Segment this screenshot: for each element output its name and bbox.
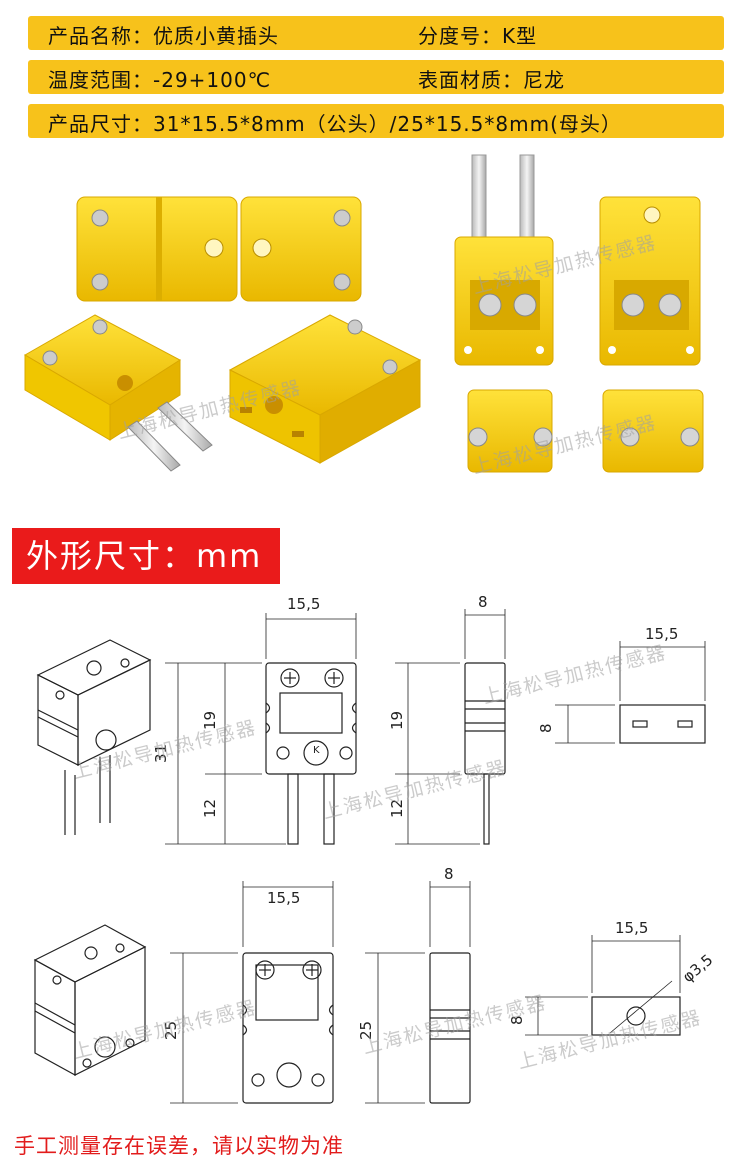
material-text: 表面材质：尼龙 <box>418 68 565 92</box>
male-side-drawing <box>395 609 506 845</box>
product-size-text: 产品尺寸：31*15.5*8mm（公头）/25*15.5*8mm(母头） <box>48 112 622 136</box>
spec-bar-name: 产品名称：优质小黄插头 分度号：K型 <box>28 16 724 50</box>
male-total-height-label: 31 <box>152 744 170 763</box>
hole-diameter-label: φ3,5 <box>679 951 716 986</box>
male-side-width-label: 8 <box>478 593 488 611</box>
male-pin-length-label: 12 <box>201 799 219 818</box>
section-title: 外形尺寸：mm <box>12 528 280 584</box>
male-isometric-drawing <box>36 639 152 835</box>
temperature-range-text: 温度范围：-29+100℃ <box>48 68 272 92</box>
female-side-width-label: 8 <box>444 865 454 883</box>
product-name-text: 产品名称：优质小黄插头 <box>48 24 279 48</box>
male-end-drawing <box>555 641 706 744</box>
open-male-plug-photo <box>454 154 554 366</box>
male-plug-photo <box>24 314 213 472</box>
spec-bar-temp: 温度范围：-29+100℃ 表面材质：尼龙 <box>28 60 724 94</box>
female-end-drawing <box>525 935 681 1036</box>
spec-bar-size: 产品尺寸：31*15.5*8mm（公头）/25*15.5*8mm(母头） <box>28 104 724 138</box>
male-side-pin-length-label: 12 <box>388 799 406 818</box>
male-k-marking: K <box>313 745 320 756</box>
female-front-drawing <box>170 881 334 1104</box>
female-end-height-label: 8 <box>508 1015 526 1025</box>
graduation-text: 分度号：K型 <box>418 24 538 48</box>
female-side-drawing <box>365 881 471 1104</box>
male-front-drawing <box>165 613 357 845</box>
male-end-height-label: 8 <box>537 723 555 733</box>
mated-pair-photo <box>76 196 362 302</box>
open-female-plug-photo <box>599 196 701 366</box>
male-cover-photo <box>467 389 553 473</box>
male-end-width-label: 15,5 <box>645 625 678 643</box>
female-side-height-label: 25 <box>357 1021 375 1040</box>
female-plug-photo <box>228 314 422 464</box>
male-body-height-label: 19 <box>201 711 219 730</box>
male-front-width-label: 15,5 <box>287 595 320 613</box>
female-front-width-label: 15,5 <box>267 889 300 907</box>
footer-note: 手工测量存在误差，请以实物为准 <box>14 1134 344 1158</box>
female-height-label: 25 <box>162 1021 180 1040</box>
connector-photos <box>0 145 750 485</box>
female-isometric-drawing <box>33 924 147 1077</box>
female-cover-photo <box>602 389 704 473</box>
female-end-width-label: 15,5 <box>615 919 648 937</box>
male-side-body-height-label: 19 <box>388 711 406 730</box>
dimension-drawings: 15,5 K 8 15,5 15,5 8 15,5 31 19 12 19 12… <box>33 593 716 1104</box>
